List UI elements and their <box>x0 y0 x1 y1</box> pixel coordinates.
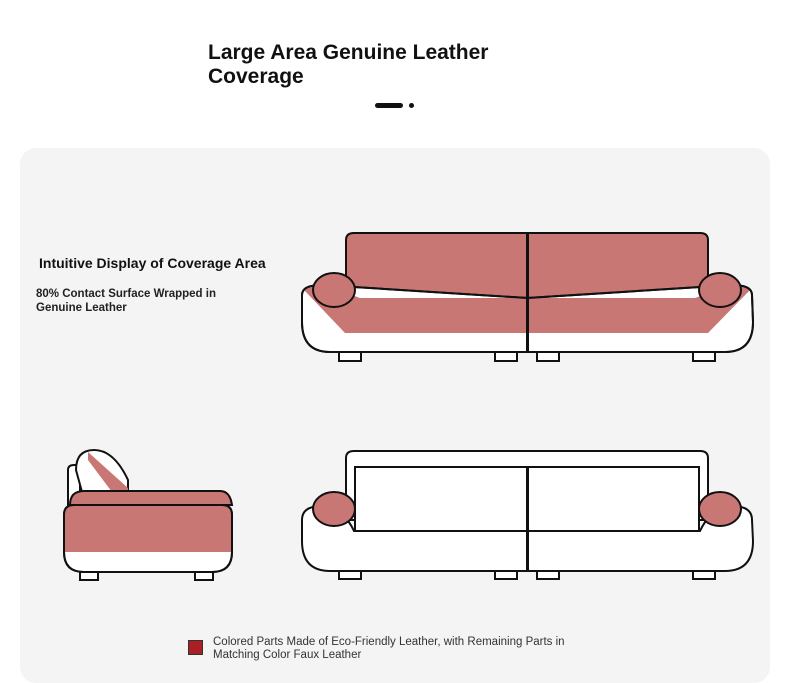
legend-text: Colored Parts Made of Eco-Friendly Leath… <box>213 636 565 661</box>
section-subtext: 80% Contact Surface Wrapped in Genuine L… <box>36 288 216 314</box>
sofa-front-view <box>301 232 755 362</box>
page-title: Large Area Genuine Leather Coverage <box>208 41 489 88</box>
legend: Colored Parts Made of Eco-Friendly Leath… <box>188 636 613 662</box>
section-heading: Intuitive Display of Coverage Area <box>39 255 266 271</box>
sofa-side-view <box>63 448 234 581</box>
sofa-back-view <box>301 450 755 580</box>
legend-swatch <box>188 640 203 655</box>
